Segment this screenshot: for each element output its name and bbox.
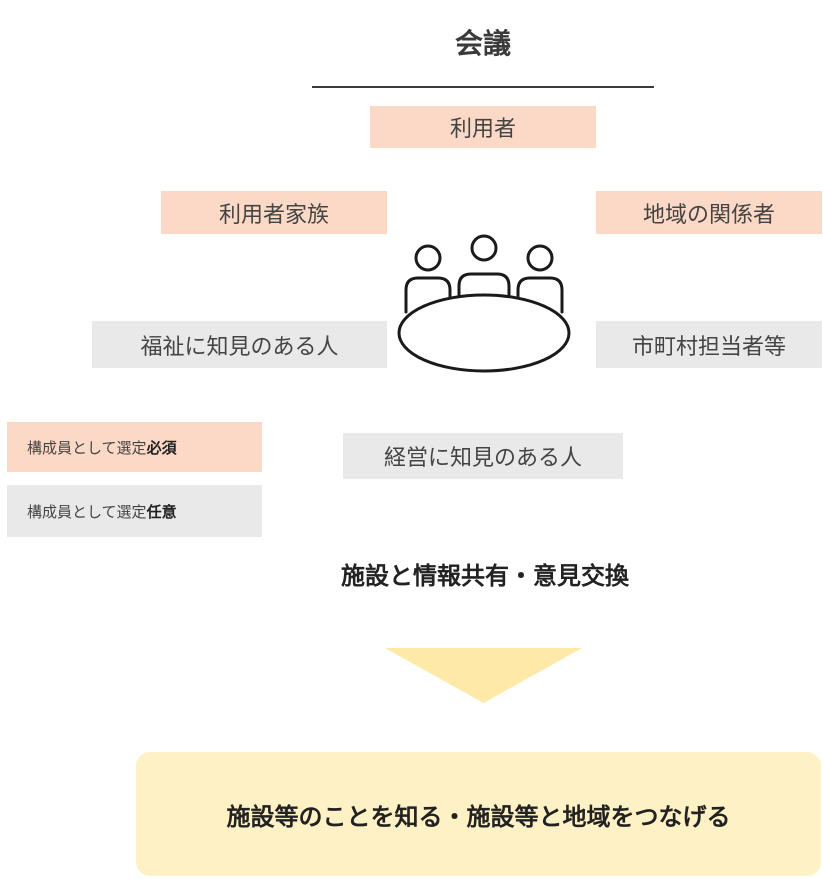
- member-community: 地域の関係者: [596, 191, 822, 234]
- meeting-purpose-caption: 施設と情報共有・意見交換: [341, 562, 629, 590]
- legend-optional-text: 構成員として選定: [27, 502, 147, 521]
- legend-optional: 構成員として選定任意: [7, 485, 262, 537]
- legend-required-text: 構成員として選定: [27, 438, 147, 457]
- member-user: 利用者: [370, 106, 596, 148]
- down-arrow-icon: [385, 648, 582, 703]
- member-municipal: 市町村担当者等: [596, 321, 822, 368]
- member-family: 利用者家族: [161, 191, 387, 234]
- member-management-expert: 経営に知見のある人: [343, 433, 623, 479]
- diagram-title: 会議: [454, 27, 511, 60]
- legend-optional-emphasis: 任意: [146, 502, 177, 521]
- title-underline: [312, 86, 654, 88]
- legend-required-emphasis: 必須: [146, 438, 177, 457]
- meeting-table-icon: [397, 234, 571, 373]
- member-welfare-expert: 福祉に知見のある人: [92, 321, 387, 368]
- outcome-box: 施設等のことを知る・施設等と地域をつなげる: [136, 752, 821, 876]
- legend-required: 構成員として選定必須: [7, 422, 262, 472]
